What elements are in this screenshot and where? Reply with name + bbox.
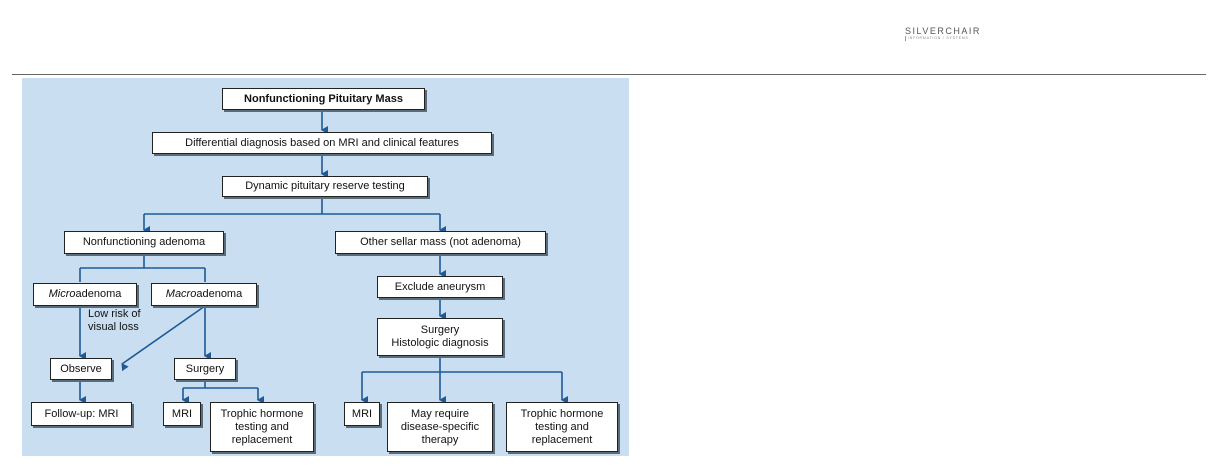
node-trophic-hormone-left: Trophic hormone testing and replacement <box>210 402 314 452</box>
node-nonfunctioning-adenoma: Nonfunctioning adenoma <box>64 231 224 254</box>
flowchart-panel: Nonfunctioning Pituitary Mass Differenti… <box>22 78 629 456</box>
node-mri-right: MRI <box>344 402 380 426</box>
brand-name: SILVERCHAIR <box>905 26 981 36</box>
node-dynamic-reserve-testing: Dynamic pituitary reserve testing <box>222 176 428 197</box>
micro-prefix: Micro <box>48 288 76 300</box>
brand-subtitle: INFORMATION / SYSTEMS <box>905 36 981 41</box>
macro-prefix: Macro <box>165 288 197 300</box>
node-other-sellar-mass: Other sellar mass (not adenoma) <box>335 231 546 254</box>
macro-suffix: adenoma <box>196 288 243 300</box>
node-nonfunctioning-pituitary-mass: Nonfunctioning Pituitary Mass <box>222 88 425 110</box>
header-divider <box>12 74 1206 75</box>
flowchart-connectors <box>79 110 568 404</box>
node-trophic-hormone-right: Trophic hormone testing and replacement <box>506 402 618 452</box>
label-low-risk-visual-loss: Low risk of visual loss <box>88 308 141 333</box>
node-surgery-histologic-diagnosis: Surgery Histologic diagnosis <box>377 318 503 356</box>
node-exclude-aneurysm: Exclude aneurysm <box>377 276 503 298</box>
node-may-require-therapy: May require disease-specific therapy <box>387 402 493 452</box>
silverchair-logo: SILVERCHAIR INFORMATION / SYSTEMS <box>905 26 981 41</box>
node-mri-left: MRI <box>163 402 201 426</box>
node-follow-up-mri: Follow-up: MRI <box>31 402 132 426</box>
node-surgery: Surgery <box>174 358 236 380</box>
node-differential-diagnosis: Differential diagnosis based on MRI and … <box>152 132 492 154</box>
node-observe: Observe <box>50 358 112 380</box>
micro-suffix: adenoma <box>75 288 122 300</box>
